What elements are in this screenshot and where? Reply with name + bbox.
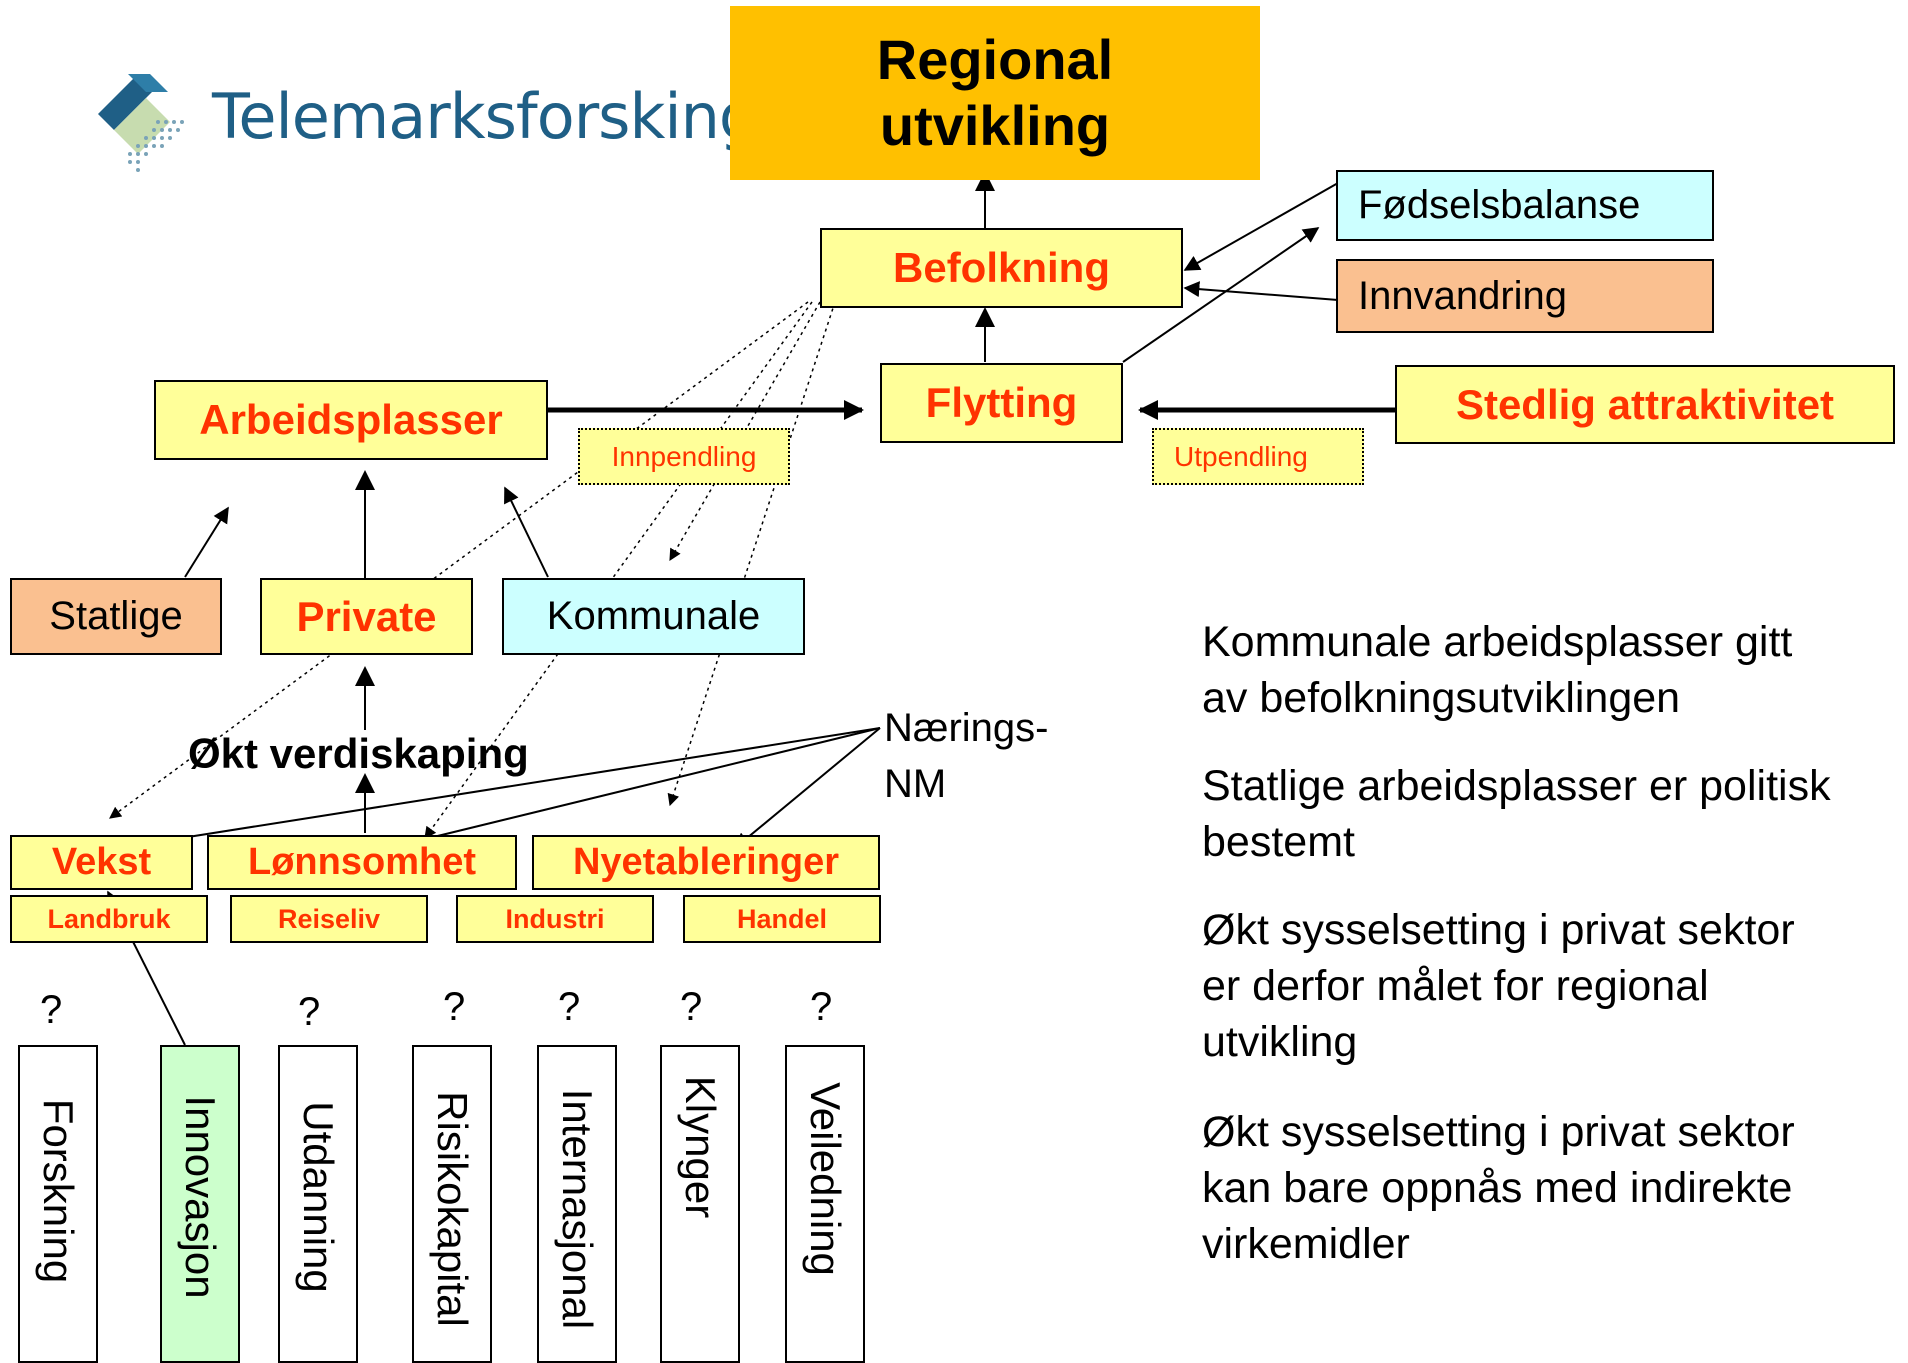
befolkning-label: Befolkning	[893, 244, 1110, 291]
innpendling-label: Innpendling	[611, 440, 757, 472]
note-kommunale: Kommunale arbeidsplasser gitt av befolkn…	[1202, 614, 1792, 726]
lonnsomhet-box: Lønnsomhet	[207, 835, 517, 890]
stedlig-box: Stedlig attraktivitet	[1395, 365, 1895, 444]
arrow-kommunale	[504, 486, 549, 578]
note-privat-malet: Økt sysselsetting i privat sektor er der…	[1202, 902, 1795, 1070]
factor-klynger: Klynger	[660, 1045, 740, 1363]
regional-line1: Regional	[876, 28, 1114, 91]
flytting-label: Flytting	[925, 379, 1078, 426]
question-mark: ?	[443, 985, 466, 1029]
arrow-innvandring	[1183, 281, 1339, 301]
factor-internasjonal: Internasjonal	[537, 1045, 617, 1363]
logo-mark-icon	[98, 74, 184, 172]
note-line: utvikling	[1202, 1018, 1358, 1066]
nyetableringer-box: Nyetableringer	[532, 835, 880, 890]
sector-label: Handel	[736, 903, 828, 934]
factor-utdanning: Utdanning	[278, 1045, 358, 1363]
private-label: Private	[296, 592, 437, 640]
factor-label: Internasjonal	[554, 1088, 601, 1330]
question-mark: ?	[810, 985, 833, 1029]
note-line: av befolkningsutviklingen	[1202, 674, 1681, 722]
arrow-nm-vekst	[116, 727, 881, 854]
note-statlige: Statlige arbeidsplasser er politisk best…	[1202, 758, 1831, 870]
dotted-line-4	[667, 301, 836, 807]
sector-label: Industri	[505, 903, 605, 934]
fodselsbalanse-label: Fødselsbalanse	[1358, 183, 1641, 227]
regional-line2: utvikling	[879, 94, 1111, 157]
note-line: Økt sysselsetting i privat sektor	[1202, 906, 1795, 954]
utpendling-label: Utpendling	[1174, 440, 1308, 472]
arbeidsplasser-box: Arbeidsplasser	[154, 380, 548, 460]
question-mark: ?	[680, 985, 703, 1029]
logo: Telemarksforsking	[88, 62, 758, 182]
sector-landbruk: Landbruk	[10, 895, 208, 943]
note-privat-virkemidler: Økt sysselsetting i privat sektor kan ba…	[1202, 1104, 1795, 1272]
arbeidsplasser-label: Arbeidsplasser	[199, 396, 503, 443]
innvandring-label: Innvandring	[1358, 273, 1568, 318]
innpendling-box: Innpendling	[578, 428, 790, 485]
vekst-label: Vekst	[51, 841, 152, 883]
sector-label: Reiseliv	[277, 903, 381, 934]
okt-verdiskaping-label: Økt verdiskaping	[188, 730, 529, 777]
factor-label: Innovasjon	[177, 1095, 224, 1299]
question-mark: ?	[558, 985, 581, 1029]
factor-label: Risikokapital	[429, 1091, 476, 1327]
kommunale-box: Kommunale	[502, 578, 805, 655]
flytting-box: Flytting	[880, 363, 1123, 443]
fodselsbalanse-box: Fødselsbalanse	[1336, 170, 1714, 241]
dotted-line-1	[109, 301, 809, 819]
note-line: Økt sysselsetting i privat sektor	[1202, 1108, 1795, 1156]
dotted-line-2	[424, 301, 813, 839]
statlige-label: Statlige	[49, 594, 183, 638]
factor-label: Utdanning	[295, 1101, 342, 1293]
question-mark: ?	[298, 990, 321, 1034]
note-line: er derfor målet for regional	[1202, 962, 1709, 1010]
sector-label: Landbruk	[47, 903, 171, 934]
arrow-statlige	[184, 506, 229, 578]
lonnsomhet-label: Lønnsomhet	[248, 841, 476, 883]
vekst-box: Vekst	[10, 835, 193, 890]
regional-utvikling-box: Regional utvikling	[730, 6, 1260, 180]
naerings-line2: NM	[884, 762, 947, 806]
befolkning-box: Befolkning	[820, 228, 1183, 308]
factor-innovasjon: Innovasjon	[160, 1045, 240, 1363]
statlige-box: Statlige	[10, 578, 222, 655]
innvandring-box: Innvandring	[1336, 259, 1714, 333]
sector-reiseliv: Reiseliv	[230, 895, 428, 943]
sector-industri: Industri	[456, 895, 654, 943]
arrow-flytting-out	[1122, 227, 1320, 363]
factor-forskning: Forskning	[18, 1045, 98, 1363]
factor-label: Veiledning	[802, 1082, 849, 1276]
naerings-nm-label: Nærings- NM	[884, 700, 1048, 812]
arrow-fodsel	[1183, 182, 1339, 271]
note-line: Statlige arbeidsplasser er politisk	[1202, 762, 1831, 810]
note-line: virkemidler	[1202, 1220, 1410, 1268]
factor-label: Forskning	[35, 1098, 82, 1284]
stedlig-label: Stedlig attraktivitet	[1455, 380, 1835, 428]
logo-text: Telemarksforsking	[212, 80, 758, 153]
arrow-nm-nyetableringer	[733, 727, 881, 850]
question-mark: ?	[40, 988, 63, 1032]
arrow-nm-lonnsomhet	[370, 727, 881, 857]
note-line: kan bare oppnås med indirekte	[1202, 1164, 1793, 1212]
factor-label: Klynger	[677, 1075, 724, 1219]
factor-risikokapital: Risikokapital	[412, 1045, 492, 1363]
note-line: bestemt	[1202, 818, 1355, 866]
kommunale-label: Kommunale	[546, 594, 761, 638]
private-box: Private	[260, 578, 473, 655]
utpendling-box: Utpendling	[1152, 428, 1364, 485]
factor-veiledning: Veiledning	[785, 1045, 865, 1363]
naerings-line1: Nærings-	[884, 706, 1049, 750]
nyetableringer-label: Nyetableringer	[572, 841, 840, 883]
sector-handel: Handel	[683, 895, 881, 943]
note-line: Kommunale arbeidsplasser gitt	[1202, 618, 1793, 666]
